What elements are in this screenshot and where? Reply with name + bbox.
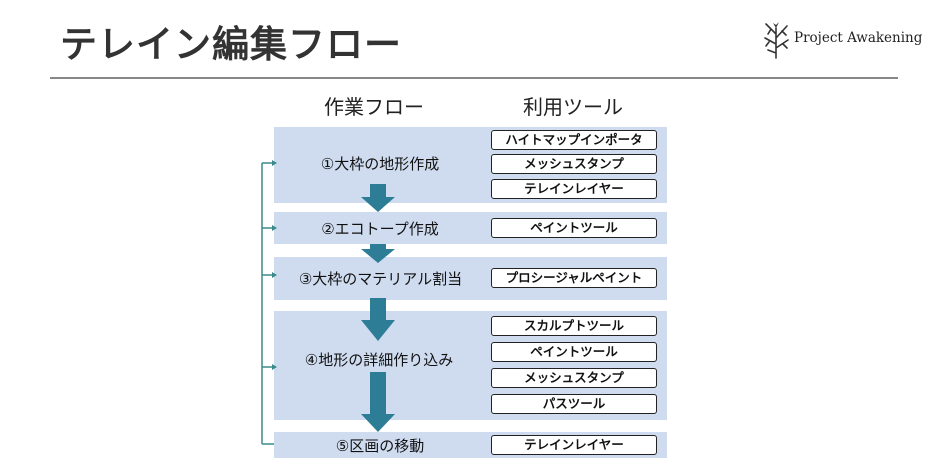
plant-logo-icon: [764, 22, 789, 59]
tool-box: パスツール: [491, 394, 657, 414]
step-label-1: ①大枠の地形作成: [320, 155, 440, 173]
step-label-3: ③大枠のマテリアル割当: [298, 270, 463, 288]
tool-box: メッシュスタンプ: [491, 368, 657, 388]
header-divider: [50, 77, 898, 79]
step-label-5: ⑤区画の移動: [335, 437, 425, 455]
column-header-flow: 作業フロー: [324, 95, 424, 119]
page-title: テレイン編集フロー: [60, 23, 402, 66]
step-label-2: ②エコトープ作成: [321, 220, 439, 238]
column-header-tools: 利用ツール: [523, 95, 623, 119]
tool-box: テレインレイヤー: [491, 435, 657, 455]
down-arrow-3: [361, 298, 395, 341]
feedback-arrowheads: [272, 160, 277, 370]
tool-box: メッシュスタンプ: [491, 154, 657, 174]
feedback-loop-line: [261, 162, 274, 445]
tool-box: プロシージャルペイント: [491, 268, 657, 288]
logo: Project Awakening: [760, 20, 930, 60]
down-arrow-2: [361, 244, 395, 263]
tool-box: ペイントツール: [491, 218, 657, 238]
logo-text: Project Awakening: [794, 30, 923, 46]
tool-box: テレインレイヤー: [491, 179, 657, 199]
tool-box: スカルプトツール: [491, 316, 657, 336]
tool-box: ペイントツール: [491, 342, 657, 362]
step-label-4: ④地形の詳細作り込み: [304, 351, 454, 369]
down-arrow-1: [361, 184, 395, 212]
tool-box: ハイトマップインポータ: [491, 130, 657, 150]
down-arrow-4: [361, 372, 395, 432]
